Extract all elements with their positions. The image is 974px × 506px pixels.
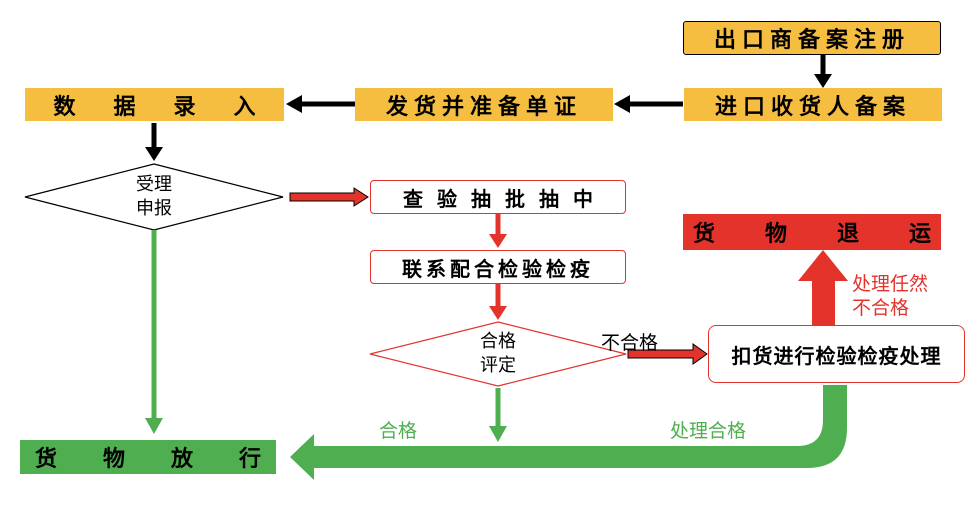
label-still-unqualified-line-2: 不合格 — [852, 297, 910, 319]
arrow-docs-to-dataentry — [286, 95, 355, 113]
qualification-assessment-line-2: 评定 — [480, 355, 516, 376]
label-still-unqualified: 处理任然 不合格 — [852, 272, 928, 320]
label-qualified-after-processing: 处理合格 — [670, 420, 747, 442]
ship-and-prepare-docs-label: 发货并准备单证 — [385, 94, 582, 120]
contact-inspection-box: 联系配合检验检疫 — [370, 250, 626, 284]
inspection-selected-label: 查验抽批抽中 — [403, 186, 607, 211]
data-entry-label: 数据录入 — [53, 94, 294, 120]
goods-return-label: 货物退运 — [693, 222, 974, 247]
arrow-dataentry-to-accept — [145, 123, 163, 161]
contact-inspection-label: 联系配合检验检疫 — [402, 256, 594, 281]
goods-return-box: 货物退运 — [683, 214, 941, 250]
arrow-detain-to-return — [798, 250, 848, 325]
detain-goods-processing-label: 扣货进行检验检疫处理 — [731, 343, 942, 368]
goods-release-box: 货物放行 — [20, 440, 276, 474]
label-still-unqualified-line-1: 处理任然 — [852, 273, 929, 295]
accept-declaration-line-2: 申报 — [136, 198, 172, 219]
arrow-inspection-to-contact — [489, 214, 507, 248]
arrow-accept-to-release — [145, 230, 163, 434]
importer-registration-label: 进口收货人备案 — [714, 94, 911, 120]
arrow-importer-to-docs — [614, 95, 683, 113]
label-qualified: 合格 — [379, 420, 418, 442]
arrow-contact-to-assessment — [489, 284, 507, 320]
exporter-registration-label: 出口商备案注册 — [713, 28, 910, 53]
arrow-exporter-to-importer — [814, 55, 832, 88]
goods-release-label: 货物放行 — [35, 447, 308, 472]
arrow-accept-to-inspection — [289, 187, 369, 207]
arrow-assessment-to-detain — [627, 343, 708, 365]
detain-goods-processing-box: 扣货进行检验检疫处理 — [708, 325, 965, 383]
importer-registration-box: 进口收货人备案 — [684, 88, 942, 121]
qualification-assessment-line-1: 合格 — [480, 331, 516, 352]
exporter-registration-box: 出口商备案注册 — [683, 21, 941, 55]
qualification-assessment-diamond — [369, 321, 627, 387]
qualification-assessment-text: 合格 评定 — [468, 330, 528, 378]
accept-declaration-line-1: 受理 — [136, 174, 172, 195]
arrow-assessment-qualified — [489, 388, 507, 442]
ship-and-prepare-docs-box: 发货并准备单证 — [355, 88, 613, 121]
inspection-selected-box: 查验抽批抽中 — [370, 180, 626, 214]
accept-declaration-text: 受理 申报 — [124, 173, 184, 221]
label-unqualified: 不合格 — [601, 332, 659, 354]
data-entry-box: 数据录入 — [25, 88, 284, 121]
green-return-arrow — [290, 385, 847, 480]
